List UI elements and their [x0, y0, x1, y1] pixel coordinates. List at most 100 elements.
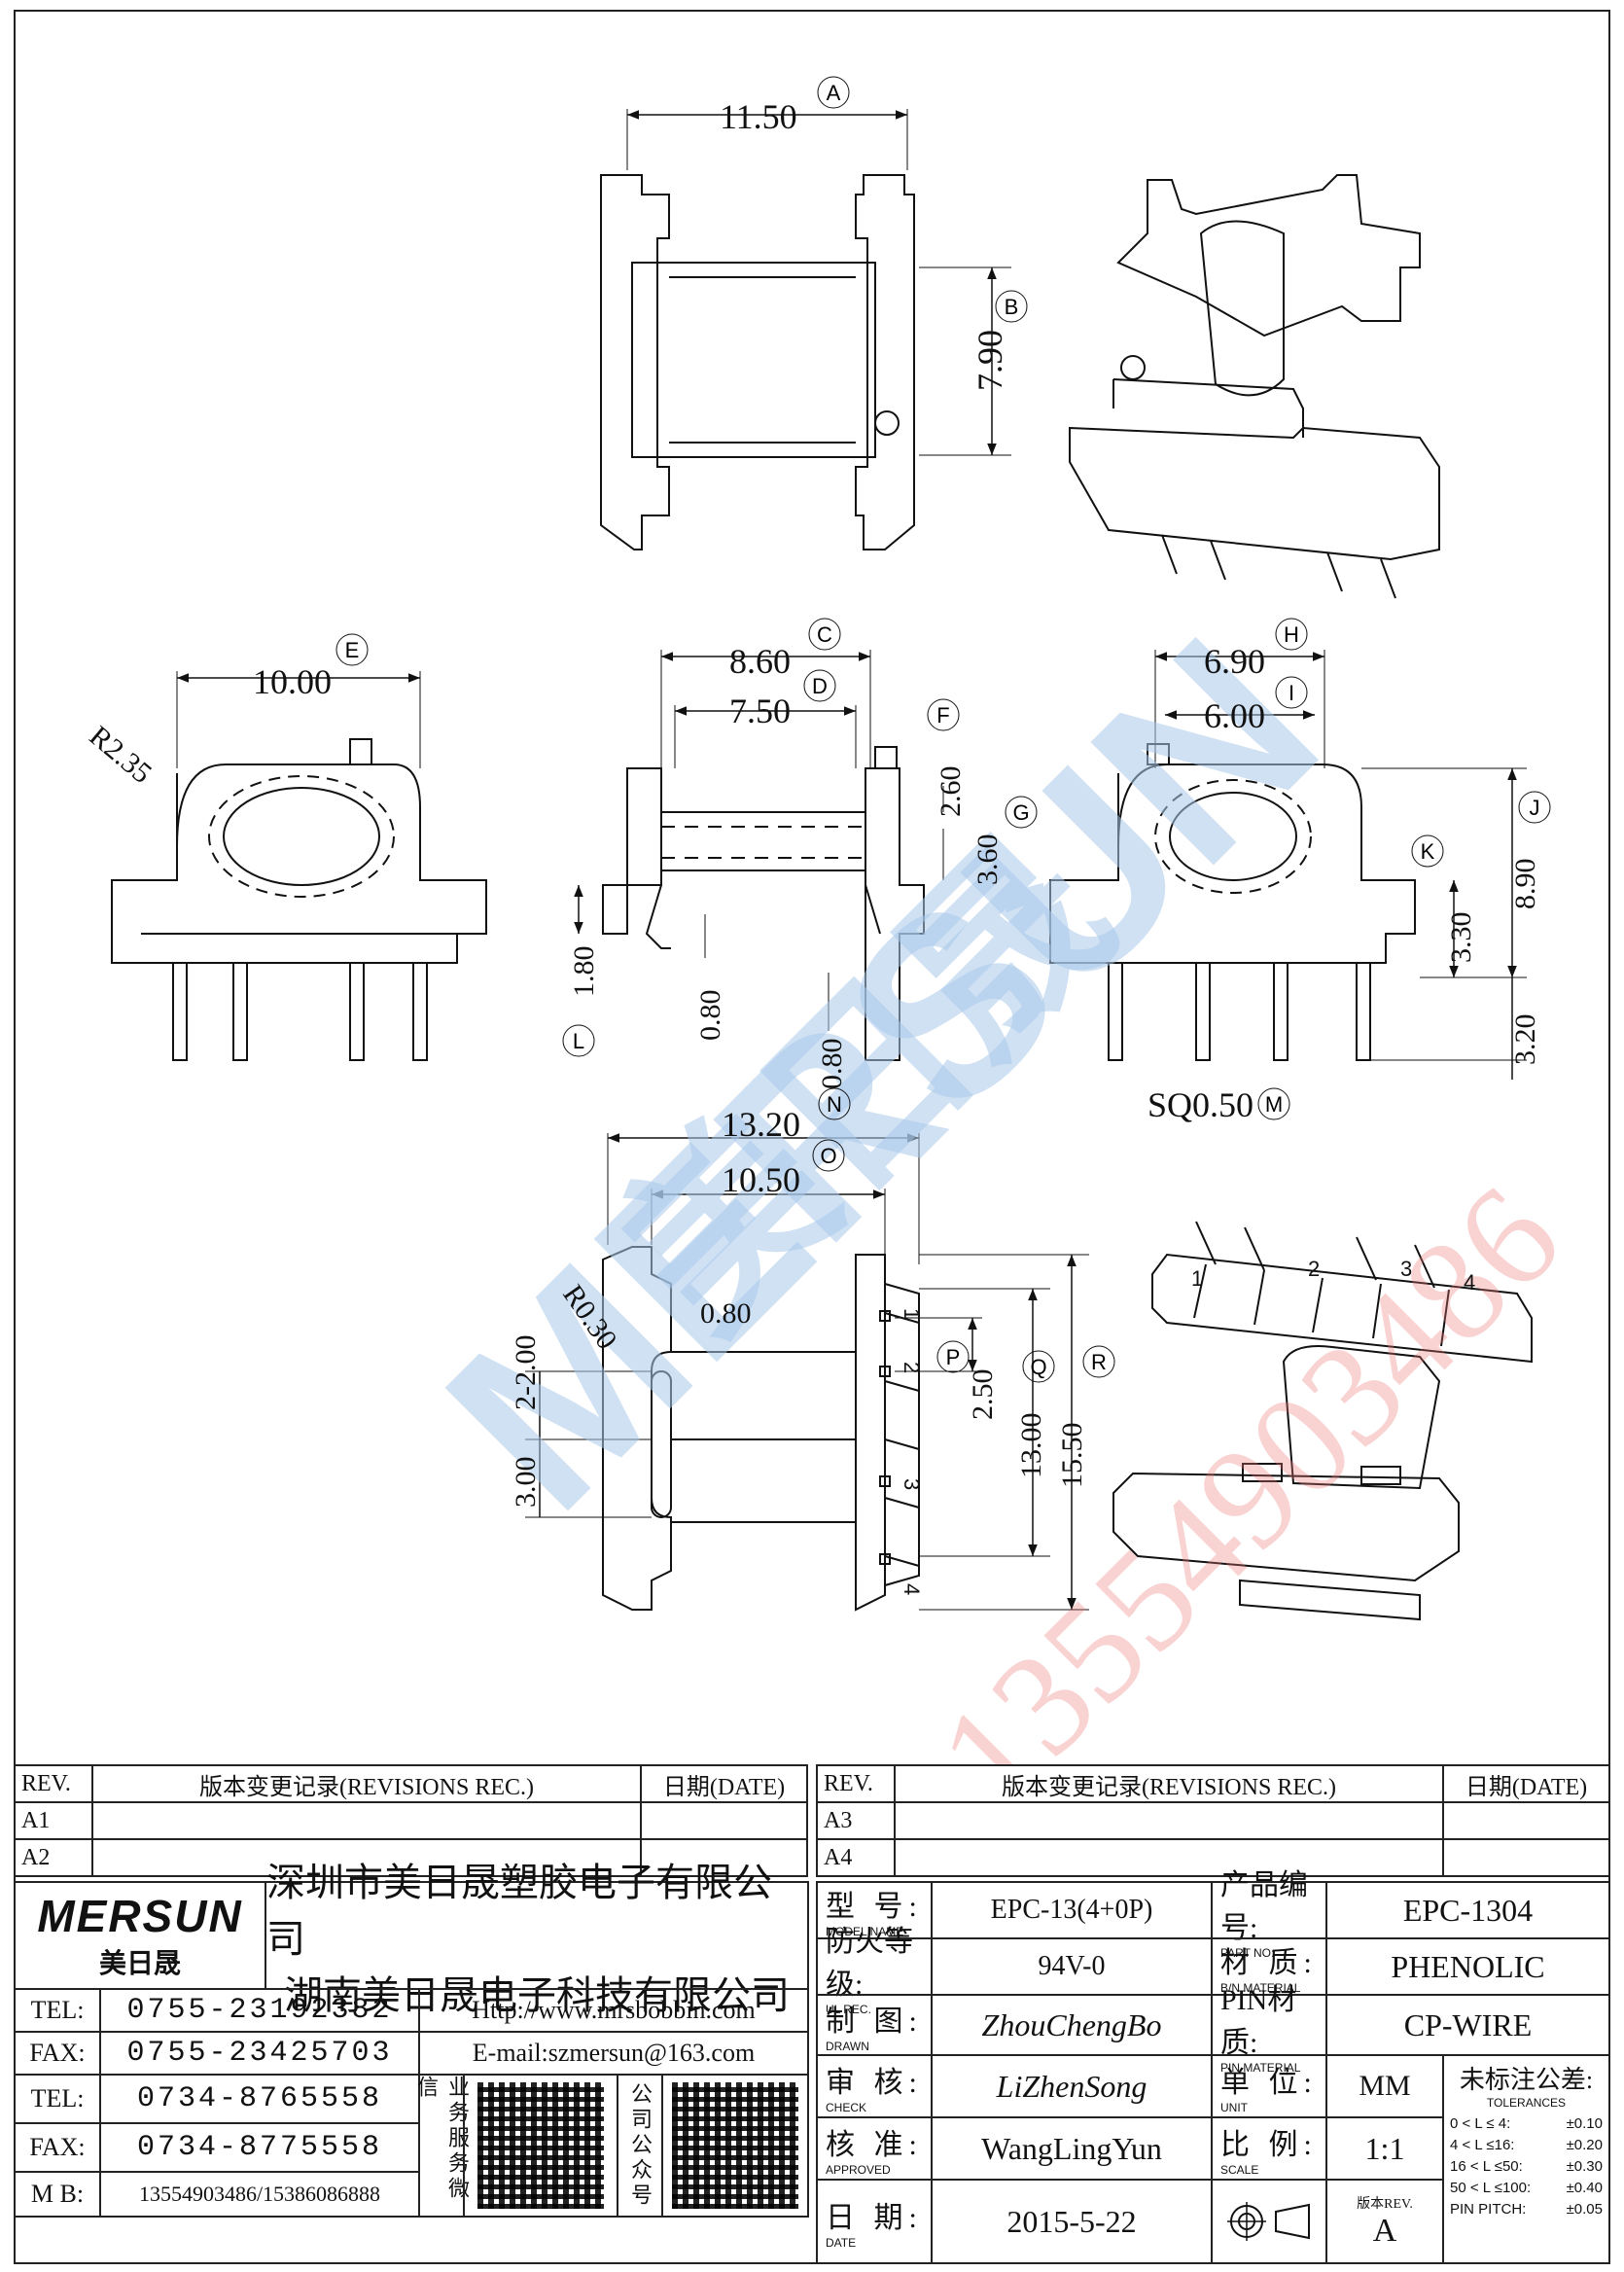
pin-2-side: 2: [900, 1362, 924, 1373]
qr-code-icon: [477, 2082, 604, 2209]
ref-q: Q: [1022, 1350, 1055, 1383]
tolerances-cell: 未标注公差: TOLERANCES 0 < L ≤ 4:±0.10 4 < L …: [1442, 2054, 1610, 2264]
dim-m: SQ0.50: [1147, 1085, 1253, 1124]
dim-radius1: R2.35: [84, 720, 159, 790]
scale-label: 比 例:SCALE: [1211, 2116, 1327, 2181]
fax2-label: FAX:: [14, 2122, 101, 2173]
svg-text:K: K: [1421, 839, 1435, 864]
logo-text: MERSUN: [37, 1891, 243, 1941]
dim-i: 6.00: [1204, 696, 1265, 735]
dim-b: 7.90: [971, 330, 1009, 391]
date-value: 2015-5-22: [931, 2179, 1213, 2264]
dim-e: 10.00: [253, 662, 332, 701]
ref-o: O: [812, 1139, 845, 1172]
pin-3-iso: 3: [1400, 1257, 1412, 1281]
fax2-value: 0734-8775558: [99, 2122, 420, 2173]
ref-a: A: [817, 76, 850, 109]
tel1-value: 0755-23192382: [99, 1988, 420, 2033]
pin-4-side: 4: [900, 1583, 924, 1595]
dim-n: 0.80: [816, 1039, 848, 1090]
check-value: LiZhenSong: [931, 2054, 1213, 2118]
dim-j: 8.90: [1509, 859, 1541, 910]
website-link[interactable]: Http://www.mrsbobbin.com: [418, 1988, 809, 2033]
dim-o: 10.50: [722, 1160, 800, 1199]
projection-symbol: [1211, 2179, 1327, 2264]
dim-pin-len: 3.20: [1509, 1014, 1541, 1066]
ul-label: 防火等级:UL REC.: [816, 1926, 933, 2016]
dim-pin-offset: 0.80: [700, 1297, 752, 1330]
dim-p: 2.50: [967, 1369, 999, 1421]
svg-text:P: P: [946, 1345, 961, 1369]
ref-l: L: [562, 1024, 595, 1057]
dim-h: 6.90: [1204, 642, 1265, 681]
rev-header: REV.: [14, 1764, 93, 1803]
ref-i: I: [1275, 676, 1308, 709]
fax1-value: 0755-23425703: [99, 2031, 420, 2076]
model-value: EPC-13(4+0P): [931, 1881, 1213, 1939]
dim-g: 3.60: [971, 834, 1004, 886]
dim-l: 1.80: [568, 946, 600, 998]
drawing-sheet: [14, 10, 1610, 2264]
part-value: EPC-1304: [1325, 1881, 1610, 1939]
unit-value: MM: [1325, 2054, 1444, 2118]
ref-r: R: [1082, 1345, 1115, 1378]
tolerance-row: 50 < L ≤100:±0.40: [1450, 2180, 1603, 2196]
tolerance-subtitle: TOLERANCES: [1486, 2096, 1567, 2110]
drawn-label: 制 图:DRAWN: [816, 1994, 933, 2056]
company-names: 深圳市美日晟塑胶电子有限公司 湖南美日晟电子科技有限公司: [265, 1861, 809, 2017]
title-block: REV. 版本变更记录(REVISIONS REC.) 日期(DATE) A1 …: [14, 1764, 1610, 2264]
dim-a: 11.50: [720, 97, 797, 136]
email-link[interactable]: E-mail:szmersun@163.com: [418, 2031, 809, 2076]
scale-value: 1:1: [1325, 2116, 1444, 2181]
version-value: A: [1372, 2213, 1397, 2249]
rev-date-header: 日期(DATE): [1442, 1764, 1610, 1803]
approved-value: WangLingYun: [931, 2116, 1213, 2181]
rev-header: REV.: [816, 1764, 896, 1803]
company-name-1: 深圳市美日晟塑胶电子有限公司: [266, 1861, 772, 1961]
dim-d: 7.50: [729, 692, 791, 730]
svg-text:L: L: [573, 1029, 584, 1053]
watermark-phone: 13554903486: [908, 1155, 1590, 1764]
dim-pitch-a: 2-2.00: [510, 1335, 542, 1411]
projection-icon: [1227, 2202, 1310, 2241]
dim-c: 8.60: [729, 642, 791, 681]
dim-r: 15.50: [1056, 1423, 1088, 1489]
material-value: PHENOLIC: [1325, 1937, 1610, 1996]
dim-pitch-b: 3.00: [510, 1457, 542, 1509]
wechat-qr[interactable]: [463, 2074, 618, 2218]
date-label: 日 期:DATE: [816, 2179, 933, 2264]
company-name-2: 湖南美日晟电子科技有限公司: [284, 1973, 790, 2017]
mb-label: M B:: [14, 2171, 101, 2218]
ref-n: N: [818, 1087, 851, 1120]
tolerance-row: 4 < L ≤16:±0.20: [1450, 2137, 1603, 2153]
pin-2-iso: 2: [1308, 1257, 1320, 1281]
official-qr[interactable]: [661, 2074, 809, 2218]
svg-text:O: O: [820, 1144, 836, 1168]
fax1-label: FAX:: [14, 2031, 101, 2076]
mb-value: 13554903486/15386086888: [99, 2171, 420, 2218]
ref-g: G: [1005, 796, 1038, 829]
front-view-left: [111, 671, 487, 1061]
qr-code-icon: [672, 2082, 798, 2209]
tel1-label: TEL:: [14, 1988, 101, 2033]
tel2-value: 0734-8765558: [99, 2074, 420, 2124]
dim-q: 13.00: [1015, 1413, 1047, 1479]
pin-1-iso: 1: [1191, 1266, 1203, 1291]
svg-text:D: D: [812, 674, 828, 698]
front-view-right: [1049, 650, 1527, 1080]
dim-k: 3.30: [1445, 912, 1477, 964]
ul-value: 94V-0: [931, 1937, 1213, 1996]
svg-text:E: E: [345, 638, 360, 662]
version-label: 版本REV.: [1357, 2197, 1413, 2212]
ref-k: K: [1411, 834, 1444, 868]
tolerance-title: 未标注公差:: [1459, 2066, 1594, 2094]
svg-text:N: N: [827, 1092, 842, 1117]
ref-f: F: [927, 698, 960, 731]
rev-row: A4: [816, 1838, 896, 1877]
dim-f: 2.60: [935, 766, 967, 818]
company-logo: MERSUN 美日晟: [14, 1881, 266, 1990]
qr2-label: 公司公众号: [617, 2074, 663, 2218]
pin-1-side: 1: [900, 1308, 924, 1320]
dim-low-080: 0.80: [694, 990, 726, 1042]
svg-text:R: R: [1091, 1350, 1107, 1374]
